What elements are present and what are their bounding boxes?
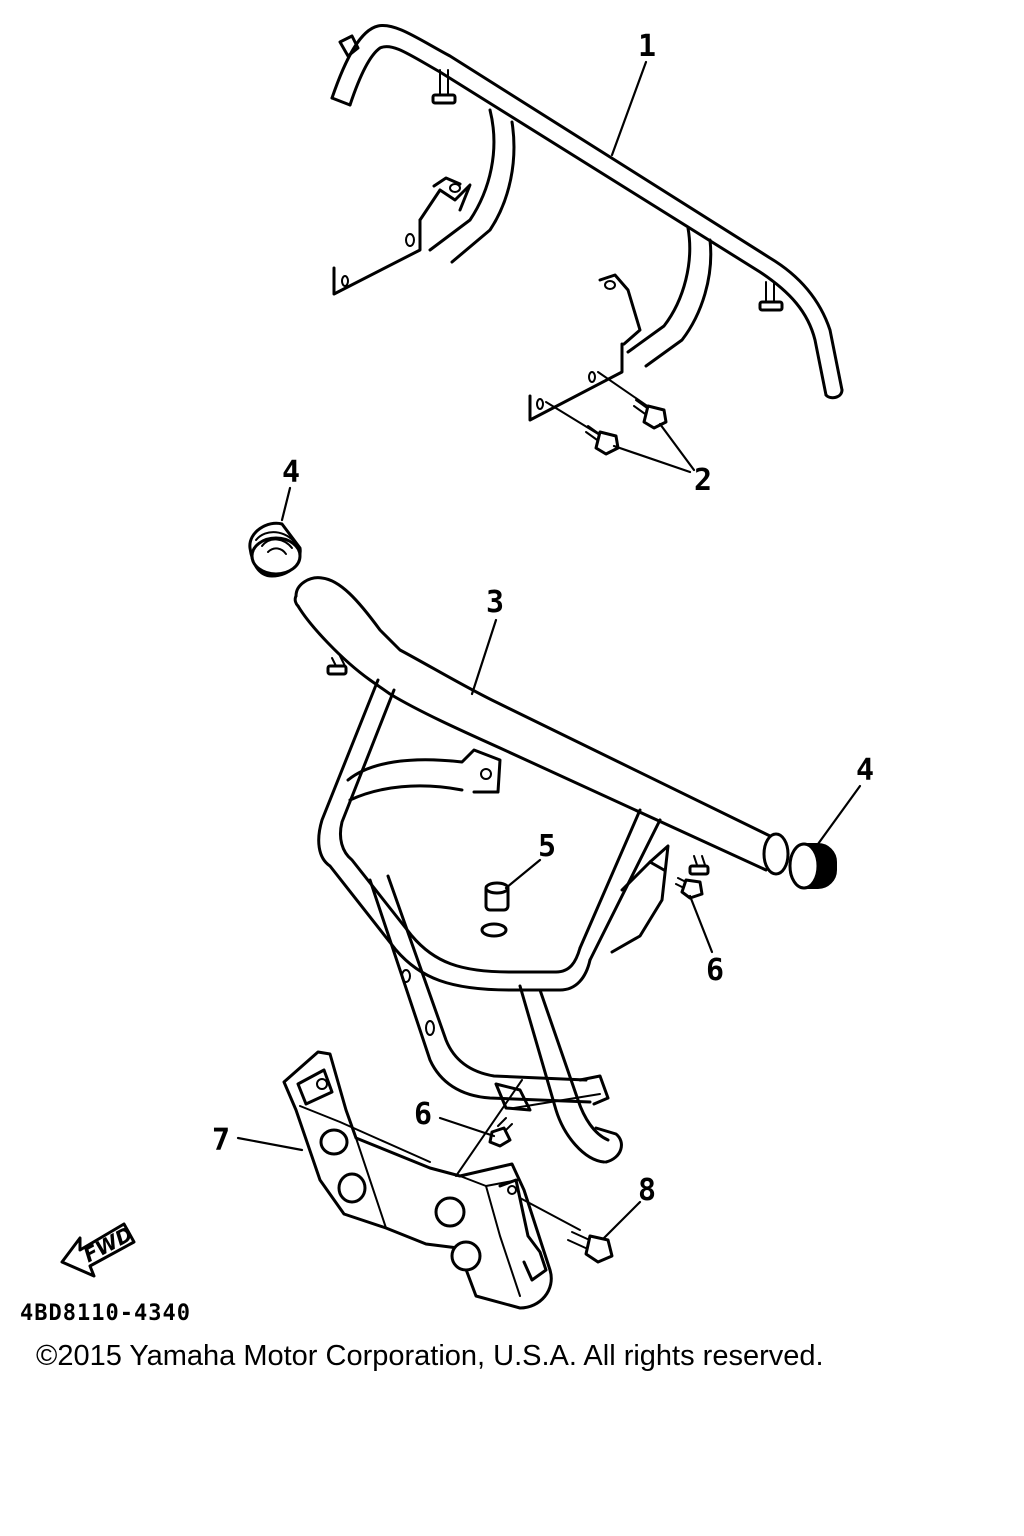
copyright-notice: ©2015 Yamaha Motor Corporation, U.S.A. A… [36,1340,824,1372]
callout-2: 2 [694,463,712,498]
callout-1: 1 [638,29,656,64]
fwd-arrow-icon: FWD [60,1222,137,1278]
bolt-2a [585,425,620,456]
callout-6-right: 6 [706,953,724,988]
callout-8: 8 [638,1173,656,1208]
leader-5 [504,858,542,890]
part-5-collar [480,858,542,938]
diagram-code: 4BD8110-4340 [20,1301,191,1326]
leader-4a [280,486,292,522]
callout-4-left: 4 [282,455,300,490]
leader-4b [816,784,862,846]
callout-5: 5 [538,829,556,864]
part-1-upper-guard [330,23,844,422]
part-2-bolts [545,371,696,474]
part-7-skid-plate [236,1050,553,1310]
fwd-label: FWD [79,1222,136,1268]
callout-7: 7 [212,1123,230,1158]
leader-1 [610,60,648,157]
leader-8 [602,1200,642,1240]
leader-2a [612,444,692,474]
leader-7 [236,1136,304,1152]
callout-6-lower: 6 [414,1097,432,1132]
part-4-grommet-right [788,784,862,890]
leader-2b [658,422,696,472]
leader-6a [688,894,714,954]
callout-3: 3 [486,585,504,620]
part-6-bolt-right [675,877,714,954]
part-8-bolt [519,1197,642,1264]
part-3-front-guard [293,576,790,1164]
callout-4-right: 4 [856,753,874,788]
part-4-grommet-left [248,486,302,578]
leader-3 [470,618,498,696]
